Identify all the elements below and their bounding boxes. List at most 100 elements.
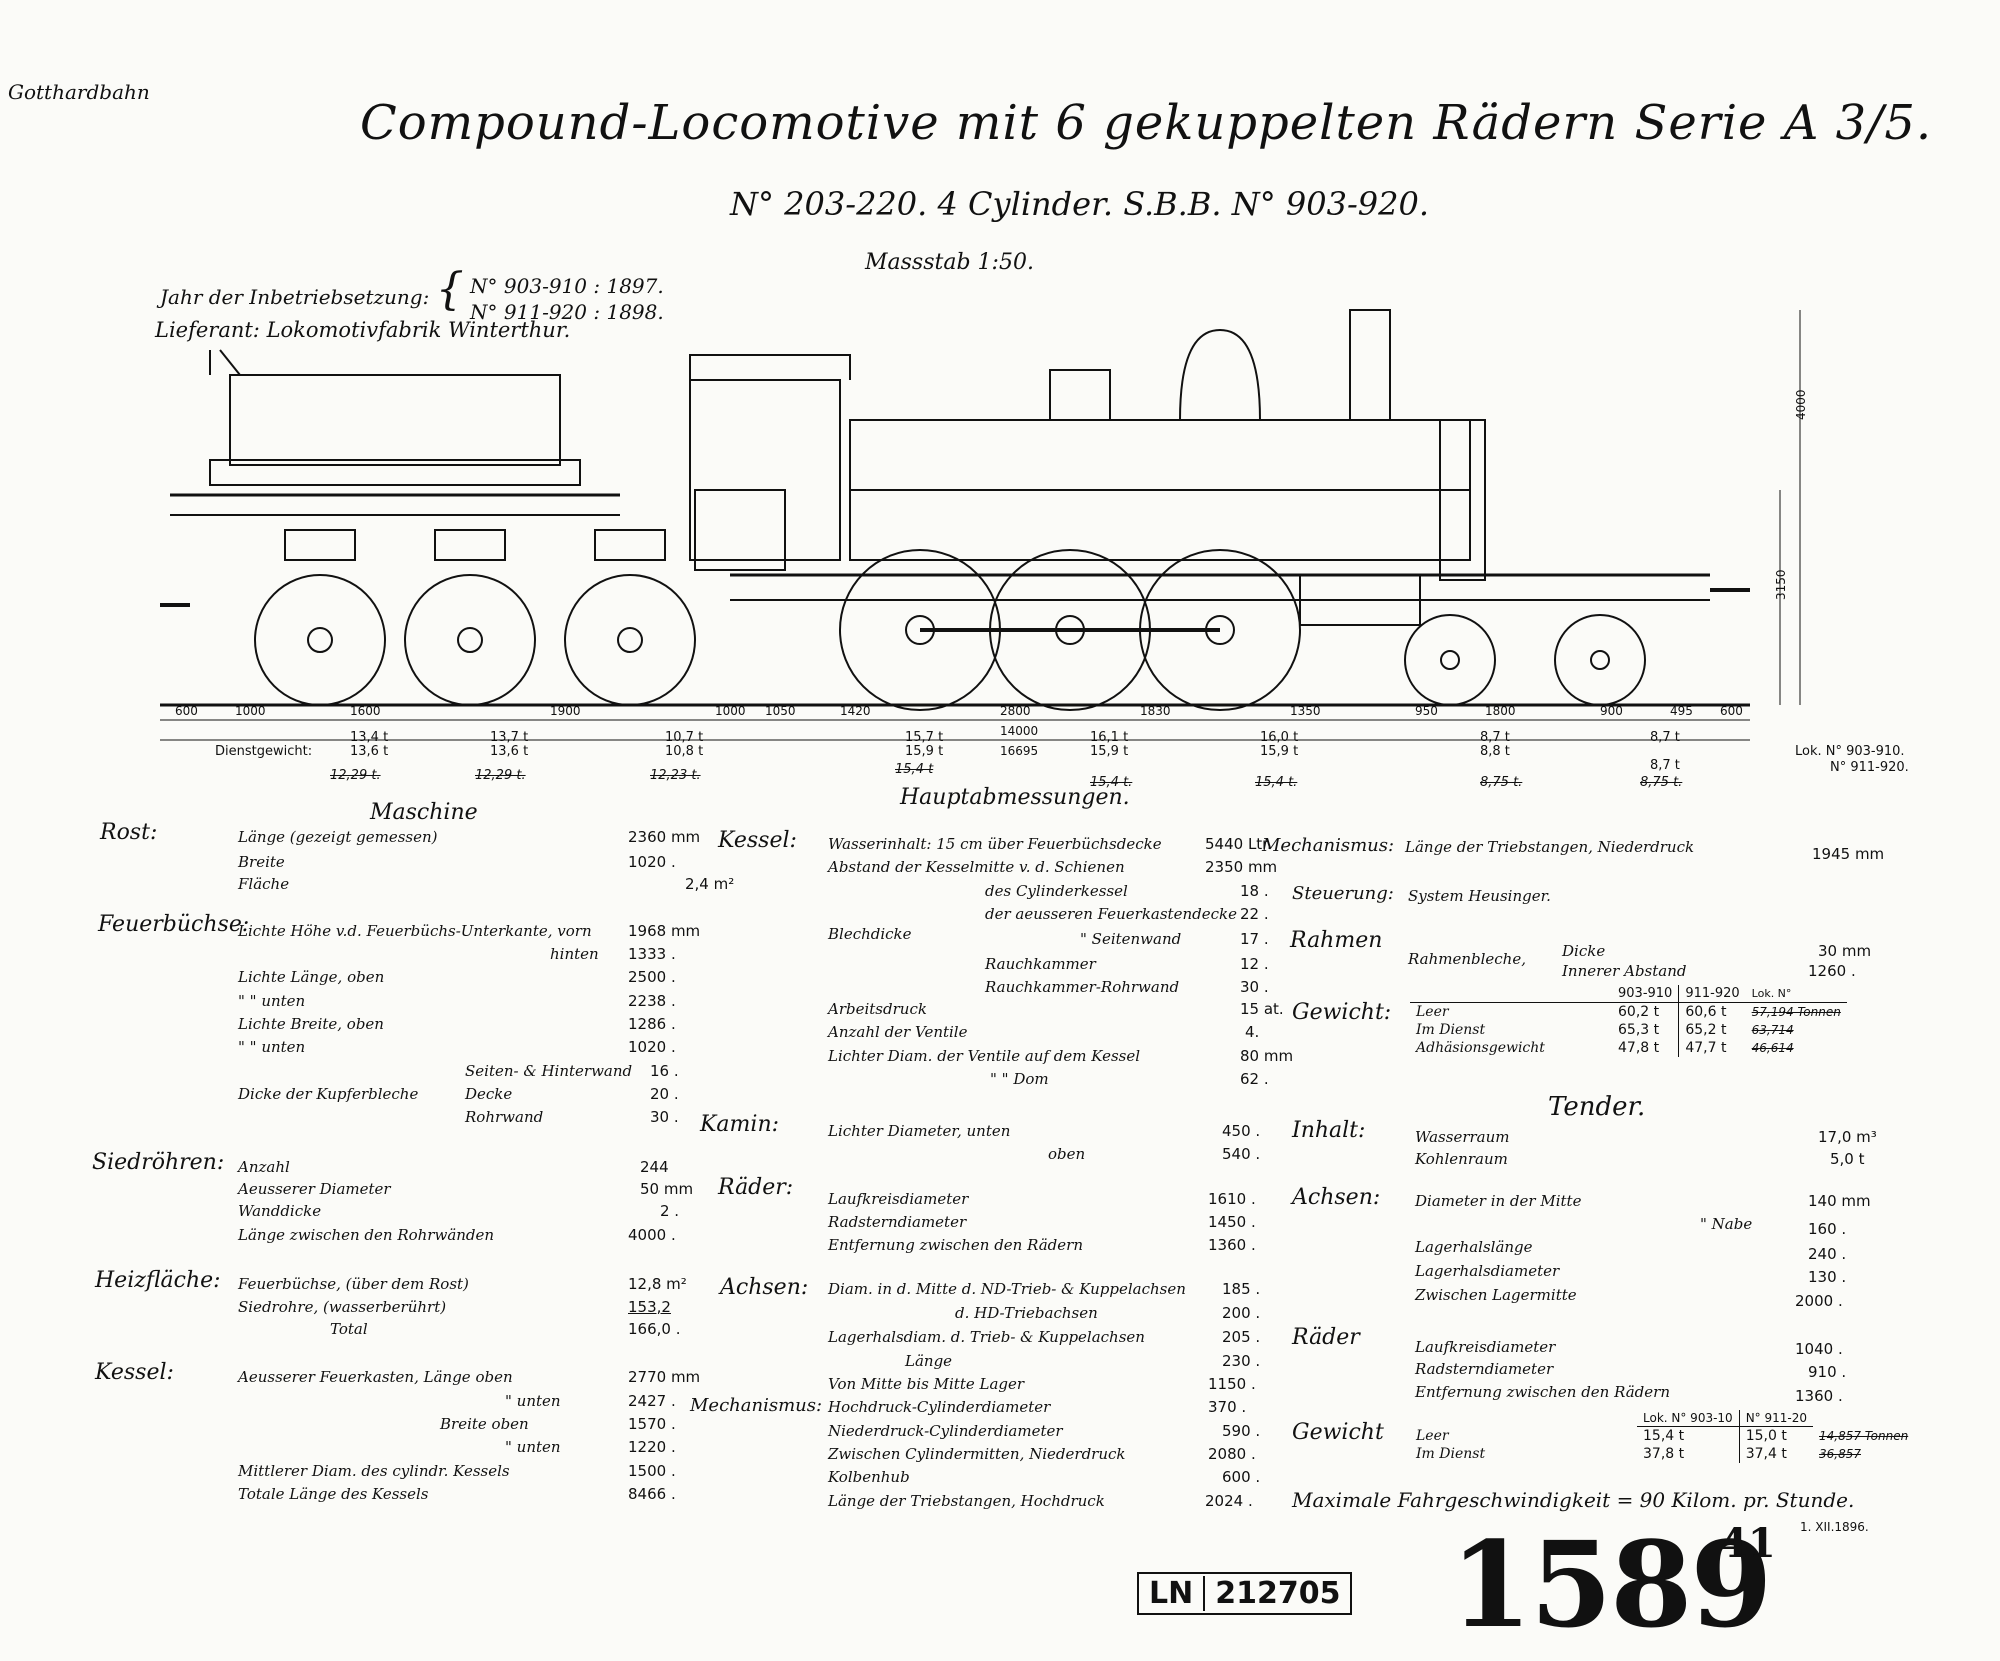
kessel-val-2: 2427 . (628, 1392, 676, 1410)
kupfer-val-2: 20 . (650, 1085, 679, 1103)
gew-row-1-label: Leer (1416, 1004, 1449, 1020)
gew-head-lok: Lok. N° (1745, 985, 1847, 1003)
mech-row-5: Länge der Triebstangen, Hochdruck (828, 1492, 1105, 1510)
raeder-row-2: Radsterndiameter (828, 1213, 967, 1231)
commission-block: Jahr der Inbetriebsetzung: { N° 903-910 … (160, 268, 664, 325)
weight-top-8: 8,7 t (1650, 730, 1680, 745)
gew-row-1-a: 60,2 t (1618, 1004, 1660, 1020)
railway-name: Gotthardbahn (8, 80, 150, 104)
raeder-val-1: 1610 . (1208, 1190, 1256, 1208)
feuer-val-4: 2238 . (628, 992, 676, 1010)
gew-row-1-struck: 57,194 Tonnen (1751, 1005, 1841, 1019)
rost-section: Rost: (100, 820, 158, 845)
weight-struck-8: 8,75 t. (1640, 775, 1683, 790)
dim-2800: 2800 (1000, 704, 1031, 718)
dim-1350: 1350 (1290, 704, 1321, 718)
t-achsen-row-2: " Nabe (1700, 1215, 1753, 1233)
rahmen-val-2: 1260 . (1808, 962, 1856, 980)
inhalt-row-2: Kohlenraum (1415, 1150, 1508, 1168)
inhalt-row-1: Wasserraum (1415, 1128, 1510, 1146)
kessel-val-3: 1570 . (628, 1415, 676, 1433)
kessel-val-1: 2770 mm (628, 1368, 701, 1386)
weight-mid-6: 15,9 t (1260, 744, 1299, 759)
kupfer-label: Dicke der Kupferbleche (238, 1085, 419, 1103)
t-gew-row-1-label: Leer (1416, 1427, 1449, 1444)
heiz-val-2: 153,2 (628, 1298, 671, 1316)
kessel-row-4: " unten (505, 1438, 561, 1456)
weight-mid-5: 15,9 t (1090, 744, 1129, 759)
feuer-val-5: 1286 . (628, 1015, 676, 1033)
t-gew-row-2-b: 37,4 t (1738, 1445, 1813, 1463)
rost-row-2: Breite (238, 853, 285, 871)
siede-row-1: Anzahl (238, 1158, 290, 1176)
t-achsen-val-1: 140 mm (1808, 1192, 1871, 1210)
weight-struck-5: 15,4 t. (1090, 775, 1133, 790)
misc-row-3: Lichter Diam. der Ventile auf dem Kessel (828, 1047, 1141, 1065)
mech-val-4: 600 . (1222, 1468, 1261, 1486)
t-achsen-row-4: Lagerhalsdiameter (1415, 1262, 1560, 1280)
gew-row-1-b: 60,6 t (1678, 1002, 1746, 1021)
dim-1800: 1800 (1485, 704, 1516, 718)
blech-val-2: 22 . (1240, 905, 1269, 923)
raeder-row-1: Laufkreisdiameter (828, 1190, 969, 1208)
raeder-section: Räder: (718, 1175, 794, 1200)
feuer-row-1: Lichte Höhe v.d. Feuerbüchs-Unterkante, … (238, 922, 592, 940)
weight-mid-8: 8,7 t (1650, 758, 1680, 773)
t-gew-row-2-a: 37,8 t (1643, 1446, 1685, 1462)
siede-row-2: Aeusserer Diameter (238, 1180, 391, 1198)
dim-14000: 14000 (1000, 724, 1038, 738)
weight-top-1: 13,4 t (350, 730, 389, 745)
t-achsen-row-5: Zwischen Lagermitte (1415, 1286, 1577, 1304)
kessel-row-5: Mittlerer Diam. des cylindr. Kessels (238, 1462, 510, 1480)
heiz-row-1: Feuerbüchse, (über dem Rost) (238, 1275, 469, 1293)
gew-row-2-label: Im Dienst (1416, 1022, 1486, 1038)
steuerung-val: System Heusinger. (1408, 887, 1551, 905)
misc-val-1: 15 at. (1240, 1000, 1284, 1018)
dim-1000: 1000 (235, 704, 266, 718)
t-raeder-row-2: Radsterndiameter (1415, 1360, 1554, 1378)
t-raeder-row-1: Laufkreisdiameter (1415, 1338, 1556, 1356)
t-raeder-val-1: 1040 . (1795, 1340, 1843, 1358)
inhalt-section: Inhalt: (1292, 1118, 1366, 1143)
gew-row-3-a: 47,8 t (1618, 1040, 1660, 1056)
archive-number-stamp: 1589 (1450, 1515, 1772, 1654)
hauptabmessungen-heading: Hauptabmessungen. (900, 785, 1130, 810)
blech-label: Blechdicke (828, 925, 912, 943)
kessel-val-5: 1500 . (628, 1462, 676, 1480)
kamin-row-1: Lichter Diameter, unten (828, 1122, 1011, 1140)
siede-row-3: Wanddicke (238, 1202, 322, 1220)
weight-top-6: 16,0 t (1260, 730, 1299, 745)
dim-1050: 1050 (765, 704, 796, 718)
dim-1000b: 1000 (715, 704, 746, 718)
gew-head-b: 911-920 (1678, 985, 1746, 1003)
achsen-row-2: d. HD-Triebachsen (955, 1304, 1098, 1322)
feuer-val-3: 2500 . (628, 968, 676, 986)
brace-glyph: { (435, 264, 464, 315)
siedroehren-section: Siedröhren: (92, 1150, 225, 1175)
drawing-title: Compound-Locomotive mit 6 gekuppelten Rä… (360, 95, 1933, 151)
t-gew-head-blank (1410, 1410, 1637, 1427)
weight-top-4: 15,7 t (905, 730, 944, 745)
achsen-val-1: 185 . (1222, 1280, 1261, 1298)
t-achsen-row-1: Diameter in der Mitte (1415, 1192, 1582, 1210)
weight-mid-2: 13,6 t (490, 744, 529, 759)
misc-val-2: 4. (1245, 1023, 1260, 1041)
feuer-val-6: 1020 . (628, 1038, 676, 1056)
kessel-section: Kessel: (95, 1360, 174, 1385)
t-raeder-row-3: Entfernung zwischen den Rädern (1415, 1383, 1670, 1401)
rahmen-row-1: Dicke (1562, 942, 1606, 960)
mech-val-1: 370 . (1208, 1398, 1247, 1416)
t-gew-head-b: N° 911-20 (1738, 1410, 1813, 1427)
mech-val-2: 590 . (1222, 1422, 1261, 1440)
gew-row-3-struck: 46,614 (1751, 1041, 1794, 1055)
weight-top-7: 8,7 t (1480, 730, 1510, 745)
gew-row-2-b: 65,2 t (1678, 1021, 1746, 1039)
kessel2-section: Kessel: (718, 828, 797, 853)
kupfer-val-1: 16 . (650, 1062, 679, 1080)
gew-row-2-struck: 63,714 (1751, 1023, 1794, 1037)
t-raeder-val-3: 1360 . (1795, 1387, 1843, 1405)
feuer-val-2: 1333 . (628, 945, 676, 963)
kessel2-row-2: Abstand der Kesselmitte v. d. Schienen (828, 858, 1125, 876)
weight-mid-4: 15,9 t (905, 744, 944, 759)
